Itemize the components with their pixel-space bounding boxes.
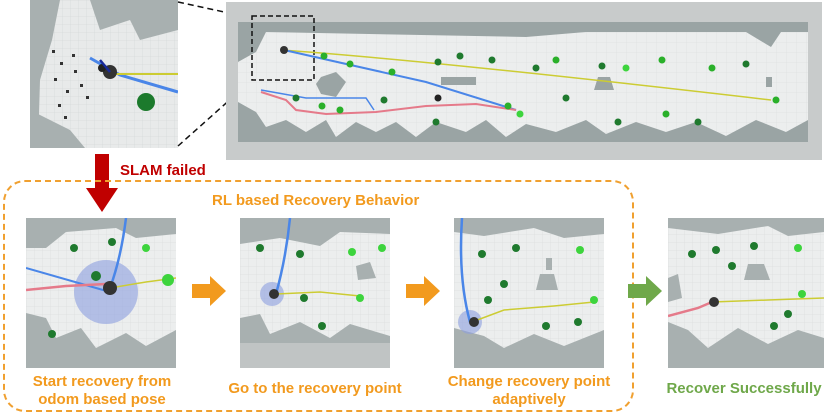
zoom-inset-panel [30,0,178,148]
step-arrow-1 [192,276,226,306]
step2-panel [240,218,390,368]
slam-failed-arrow [86,154,118,212]
rl-recovery-title: RL based Recovery Behavior [212,192,420,209]
step3-caption-line2: adaptively [492,391,566,408]
result-caption: Recover Successfully [666,380,822,397]
step3-map [454,218,604,368]
step3-caption: Change recovery point adaptively [430,373,628,409]
slam-failed-label: SLAM failed [120,162,206,179]
zoom-inset-map [30,0,178,148]
step1-caption: Start recovery from odom based pose [14,373,190,409]
step1-map [26,218,176,368]
step1-caption-line1: Start recovery from [32,373,172,390]
step3-panel [454,218,604,368]
step2-caption: Go to the recovery point [228,380,402,397]
result-map [668,218,824,368]
step2-map [240,218,390,368]
step1-panel [26,218,176,368]
full-map [238,15,808,142]
result-panel [668,218,824,368]
step1-caption-line2: odom based pose [38,391,166,408]
step-arrow-2 [406,276,440,306]
full-map-panel [226,2,822,160]
step3-caption-line1: Change recovery point [447,373,611,390]
success-arrow [628,276,662,306]
